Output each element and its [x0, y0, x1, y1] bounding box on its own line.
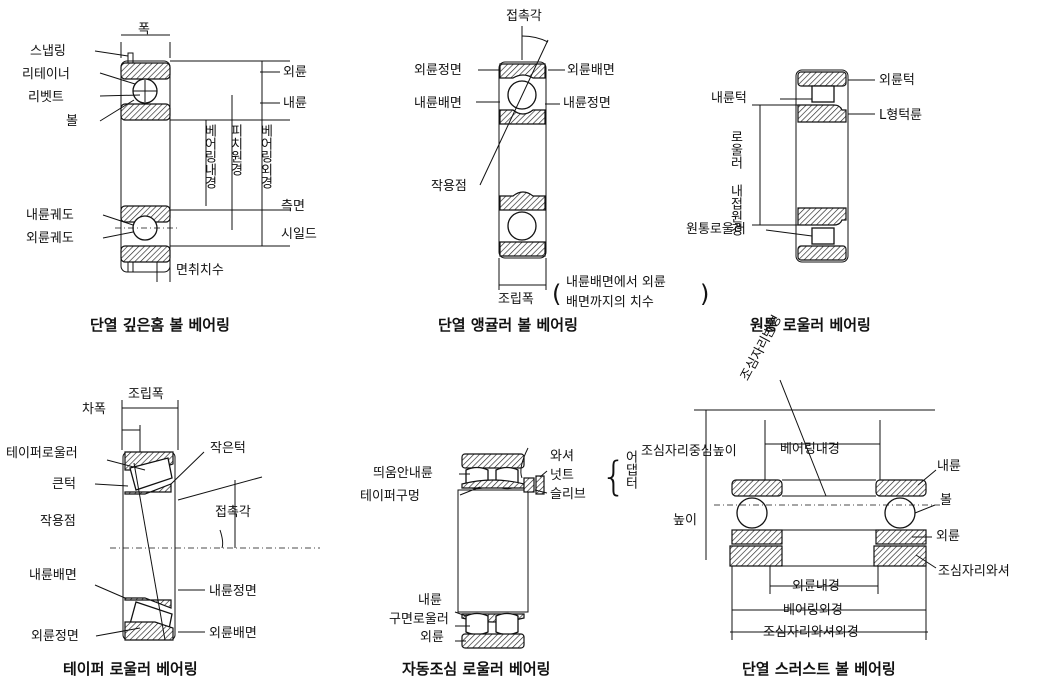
th-aligning-height-label: 조심자리중심높이 — [641, 444, 737, 459]
ac-note-line2: 배면까지의 치수 — [566, 295, 654, 310]
sa-tapered-bore-label: 테이퍼구멍 — [360, 489, 420, 504]
th-outer-dia-label: 베어링외경 — [783, 603, 843, 618]
dg-inner-raceway-label: 내륜궤도 — [26, 208, 74, 223]
tp-outer-back-label: 외륜배면 — [209, 626, 257, 641]
ac-note-line1: 내륜배면에서 외륜 — [566, 275, 666, 290]
self-aligning-bearing-drawing — [454, 447, 548, 649]
tp-inner-front-label: 내륜정면 — [209, 584, 257, 599]
tp-chamfer-width-label: 차폭 — [82, 402, 106, 417]
dg-pitch-dia-label: 피치원경 — [228, 124, 243, 176]
th-height-label: 높이 — [673, 513, 697, 528]
tp-small-rib-label: 작은턱 — [210, 441, 246, 456]
tapered-bearing-drawing — [94, 400, 320, 641]
th-ball-label: 볼 — [940, 493, 952, 508]
ac-assembly-width-label: 조립폭 — [498, 292, 534, 307]
cy-roller-envelope-label: 로울러 내접원경 — [728, 130, 743, 236]
th-inner-ring-label: 내륜 — [937, 459, 961, 474]
sa-tapered-bore-inner-label: 띄움안내륜 — [373, 466, 433, 481]
dg-rivet-label: 리벳트 — [28, 90, 64, 105]
tp-outer-front-label: 외륜정면 — [31, 629, 79, 644]
angular-bearing-drawing — [476, 26, 565, 290]
cy-caption: 원통 로울러 베어링 — [750, 316, 871, 334]
dg-bore-dia-label: 베어링내경 — [202, 124, 217, 189]
sa-adapter-brace: { — [601, 454, 626, 500]
ac-caption: 단열 앵귤러 볼 베어링 — [438, 316, 578, 334]
dg-retainer-label: 리테이너 — [22, 67, 70, 82]
tp-caption: 테이퍼 로울러 베어링 — [63, 660, 198, 678]
dg-side-face-label: 측면 — [281, 199, 305, 214]
cylindrical-bearing-drawing — [752, 69, 875, 263]
ac-inner-back-label: 내륜배면 — [414, 96, 462, 111]
dg-outer-dia-label: 베어링외경 — [258, 124, 273, 189]
cy-inner-rib-label: 내륜턱 — [711, 91, 747, 106]
ac-load-center-label: 작용점 — [431, 179, 467, 194]
cy-outer-rib-label: 외륜턱 — [879, 73, 915, 88]
sa-nut-label: 넛트 — [550, 468, 574, 483]
sa-outer-ring-label: 외륜 — [420, 630, 444, 645]
ac-inner-front-label: 내륜정면 — [563, 96, 611, 111]
th-outer-ring-label: 외륜 — [936, 529, 960, 544]
sa-inner-ring-label: 내륜 — [418, 593, 442, 608]
sa-caption: 자동조심 로울러 베어링 — [402, 660, 550, 678]
ac-contact-angle-label: 접촉각 — [506, 9, 542, 24]
cy-roller-label: 원통로울러 — [686, 222, 746, 237]
dg-width-label: 폭 — [138, 22, 150, 37]
dg-snap-ring-label: 스냅링 — [30, 44, 66, 59]
sa-washer-label: 와셔 — [550, 449, 574, 464]
dg-outer-ring-label: 외륜 — [283, 65, 307, 80]
sa-sleeve-label: 슬리브 — [550, 487, 586, 502]
thrust-bearing-drawing — [694, 379, 940, 640]
th-bore-dia-label: 베어링내경 — [780, 442, 840, 457]
sa-spherical-roller-label: 구면로울러 — [389, 612, 449, 627]
ac-note-paren-open: ( — [552, 280, 561, 308]
th-aligning-washer-label: 조심자리와셔 — [938, 564, 1010, 579]
tp-contact-angle-label: 접촉각 — [215, 505, 251, 520]
th-caption: 단열 스러스트 볼 베어링 — [742, 660, 896, 678]
tp-assembly-width-label: 조립폭 — [128, 387, 164, 402]
sa-adapter-label: 어댑터 — [623, 450, 638, 489]
ac-outer-back-label: 외륜배면 — [567, 63, 615, 78]
tp-inner-back-label: 내륜배면 — [29, 568, 77, 583]
dg-ball-label: 볼 — [66, 114, 78, 129]
tp-load-center-label: 작용점 — [40, 514, 76, 529]
th-outer-bore-label: 외륜내경 — [792, 579, 840, 594]
th-washer-od-label: 조심자리와셔외경 — [763, 625, 859, 640]
dg-outer-raceway-label: 외륜궤도 — [26, 231, 74, 246]
ac-note-paren-close: ) — [700, 280, 709, 308]
tp-tapered-roller-label: 테이퍼로울러 — [6, 446, 78, 461]
dg-shield-label: 시일드 — [281, 227, 317, 242]
dg-chamfer-label: 면취치수 — [176, 263, 224, 278]
dg-inner-ring-label: 내륜 — [283, 96, 307, 111]
tp-large-rib-label: 큰턱 — [52, 477, 76, 492]
cy-l-ring-label: L형턱륜 — [879, 108, 922, 123]
deep-groove-bearing-drawing — [94, 34, 290, 282]
dg-caption: 단열 깊은홈 볼 베어링 — [90, 316, 230, 334]
ac-outer-front-label: 외륜정면 — [414, 63, 462, 78]
